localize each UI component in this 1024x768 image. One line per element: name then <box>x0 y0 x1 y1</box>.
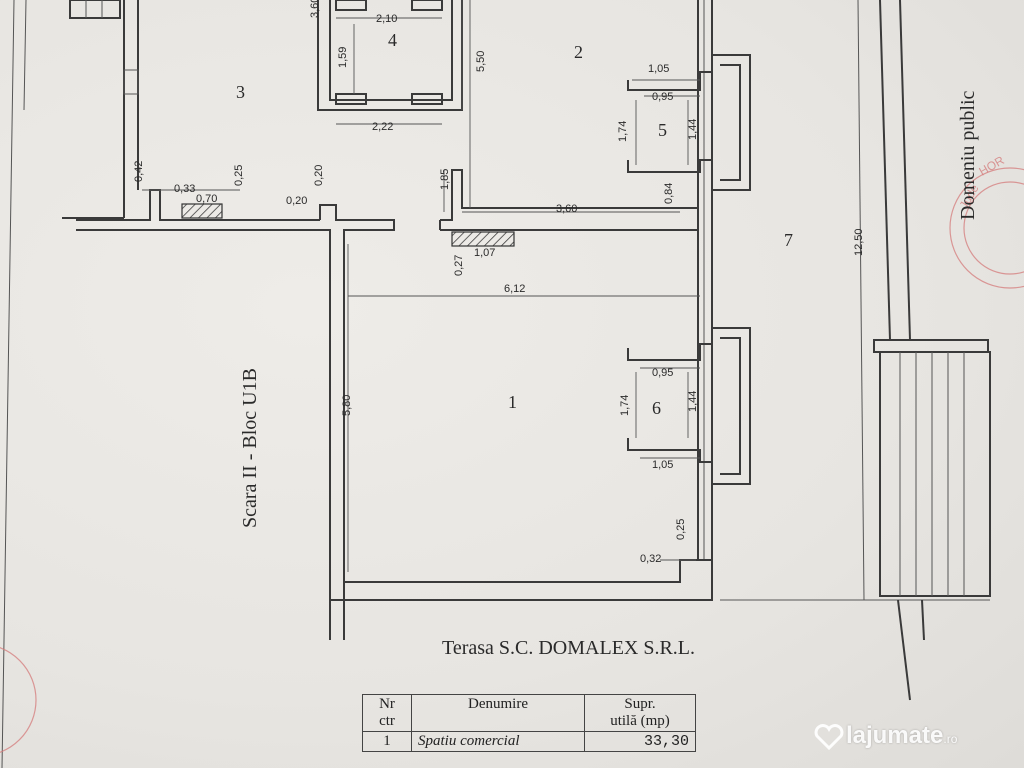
header-sup-line: utilă (mp) <box>610 713 670 729</box>
room-1-walls <box>330 244 713 601</box>
dim-label: 0,95 <box>652 91 673 103</box>
header-nr-line: ctr <box>379 713 395 729</box>
public-domain-area <box>720 0 991 701</box>
dim-label: 6,12 <box>504 283 525 295</box>
dim-label: 0,25 <box>675 519 687 540</box>
dim-label: 1,05 <box>648 63 669 75</box>
dim-label: 0,84 <box>663 183 675 204</box>
room-number-4: 4 <box>388 30 397 50</box>
room-number-1: 1 <box>508 392 517 412</box>
room-number-2: 2 <box>574 42 583 62</box>
dim-label: 1,59 <box>337 47 349 68</box>
dim-label: 0,27 <box>453 255 465 276</box>
table-row: 1 Spatiu comercial 33,30 <box>362 731 696 752</box>
room-4-walls <box>317 0 463 125</box>
cell-nr: 1 <box>362 731 412 752</box>
dim-label: 0,33 <box>174 183 195 195</box>
central-wall <box>76 189 395 640</box>
watermark: lajumate.ro <box>846 722 957 750</box>
dim-label: 1,74 <box>619 395 631 416</box>
dim-label: 1,44 <box>687 391 699 412</box>
dim-label: 0,70 <box>196 193 217 205</box>
page-edge-line <box>23 0 27 111</box>
header-nr-line: Nr <box>379 696 395 712</box>
dim-label: 0,20 <box>286 195 307 207</box>
dim-label: 1,85 <box>439 169 451 190</box>
dim-label: 5,50 <box>475 51 487 72</box>
room-number-7: 7 <box>784 230 793 250</box>
dim-label: 12,50 <box>853 228 865 256</box>
stamp-text: HOR <box>977 153 1007 179</box>
closet-6 <box>627 327 751 485</box>
cell-suprafata: 33,30 <box>584 731 696 752</box>
cell-denumire: Spatiu comercial <box>411 731 585 752</box>
watermark-brand: lajumate <box>846 722 944 749</box>
dim-label: 1,05 <box>652 459 673 471</box>
watermark-tld: .ro <box>943 732 958 746</box>
header-denumire: Denumire <box>411 694 585 732</box>
dim-label: 3,60 <box>309 0 321 18</box>
watermark-heart-icon <box>814 724 844 750</box>
dim-label: 5,80 <box>341 395 353 416</box>
header-sup-line: Supr. <box>624 696 656 712</box>
dim-label: 3,60 <box>556 203 577 215</box>
dim-label: 0,32 <box>640 553 661 565</box>
room-number-3: 3 <box>236 82 245 102</box>
dim-label: 0,20 <box>313 165 325 186</box>
dim-label: 2,22 <box>372 121 393 133</box>
dim-label: 1,74 <box>617 121 629 142</box>
dim-label: 0,25 <box>233 165 245 186</box>
dim-label: 0,95 <box>652 367 673 379</box>
stair-fragment <box>62 0 139 219</box>
facade-walls <box>697 0 713 560</box>
stair-label: Scara II - Bloc U1B <box>239 368 261 528</box>
closet-5 <box>627 54 751 191</box>
dim-label: 1,07 <box>474 247 495 259</box>
divider-wall-1-2 <box>439 0 698 247</box>
terrace-label: Terasa S.C. DOMALEX S.R.L. <box>442 637 695 659</box>
dim-label: 2,10 <box>376 13 397 25</box>
public-domain-label: Domeniu public <box>957 90 979 220</box>
header-suprafata: Supr.utilă (mp) <box>584 694 696 732</box>
room-number-6: 6 <box>652 398 661 418</box>
page-edge-line <box>1 0 15 768</box>
dim-label: 0,42 <box>133 161 145 182</box>
dim-label: 1,44 <box>687 119 699 140</box>
room-number-5: 5 <box>658 120 667 140</box>
